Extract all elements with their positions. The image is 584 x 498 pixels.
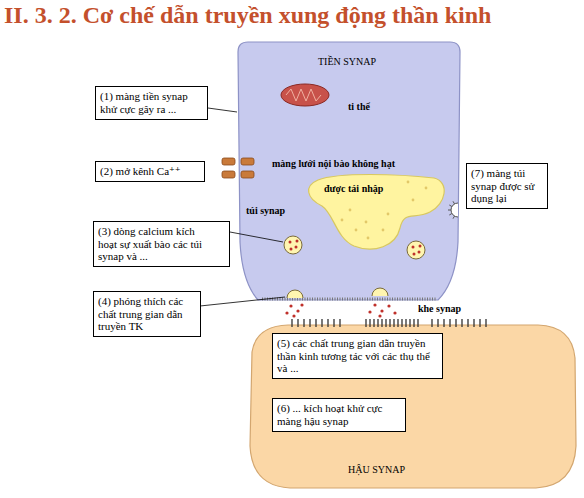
synaptic-vesicle	[284, 236, 302, 254]
leader-line	[200, 108, 285, 306]
callout-box: (6) ... kích hoạt khử cực màng hậu synap	[272, 398, 406, 432]
region-label: HẬU SYNAP	[348, 464, 405, 476]
fusing-vesicle	[287, 290, 303, 298]
shape-outline	[238, 42, 460, 304]
callout-text: (4) phóng thích các chất trung gian dẫn …	[98, 295, 196, 333]
shape-fill	[250, 325, 576, 488]
callout-text: (7) màng túi synap được sử dụng lại	[471, 167, 543, 205]
part-label: được tái nhập	[324, 183, 383, 195]
callout-text: (2) mở kênh Ca⁺⁺	[100, 165, 200, 178]
callout-box: (4) phóng thích các chất trung gian dẫn …	[93, 291, 201, 337]
calcium-channel	[222, 158, 254, 178]
coated-pit	[448, 201, 458, 218]
callout-box: (3) dòng calcium kích hoạt sự xuất bào c…	[93, 221, 230, 267]
part-label: ti thể	[348, 101, 370, 113]
smooth-er	[309, 175, 445, 250]
postsynaptic-cell: HẬU SYNAP (5) các chất trung gian dẫn tru…	[248, 318, 578, 490]
neurotransmitter	[285, 303, 396, 317]
callout-box: (7) màng túi synap được sử dụng lại	[466, 163, 548, 209]
presynaptic-terminal: TIỀN SYNAP	[238, 42, 460, 304]
er-blob	[309, 175, 445, 250]
shape-fill	[238, 42, 460, 300]
mitochondrion-cristae	[286, 89, 321, 101]
receptor	[292, 319, 486, 327]
callout-text: (6) ... kích hoạt khử cực màng hậu synap	[277, 402, 401, 427]
mitochondrion	[281, 84, 329, 106]
synaptic-vesicle	[407, 241, 425, 259]
page-title: II. 3. 2. Cơ chế dẫn truyền xung động th…	[4, 2, 582, 28]
part-label: màng lưới nội bào không hạt	[272, 158, 395, 170]
callout-box: (2) mở kênh Ca⁺⁺	[95, 161, 205, 182]
callout-text: (1) màng tiền synap khử cực gây ra ...	[100, 90, 188, 115]
fusing-vesicle	[372, 288, 388, 296]
region-label: TIỀN SYNAP	[318, 56, 376, 68]
callout-text: (5) các chất trung gian dẫn truyền thần …	[277, 337, 437, 375]
part-label: khe synap	[418, 303, 461, 315]
callout-box: (1) màng tiền synap khử cực gây ra ...	[95, 86, 208, 120]
active-zone	[262, 298, 436, 301]
callout-text: (3) dòng calcium kích hoạt sự xuất bào c…	[98, 225, 210, 263]
callout-box: (5) các chất trung gian dẫn truyền thần …	[272, 333, 443, 379]
part-label: túi synap	[246, 205, 285, 217]
